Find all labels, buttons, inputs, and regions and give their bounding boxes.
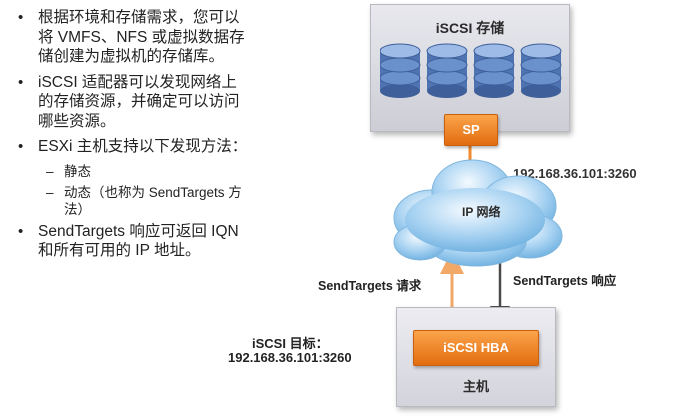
bullet-item: • SendTargets 响应可返回 IQN 和所有可用的 IP 地址。: [18, 222, 239, 260]
bullet-text: ESXi 主机支持以下发现方法：: [38, 138, 248, 155]
cloud-icon: [393, 159, 563, 267]
bullet-list: • 根据环境和存储需求，您可以将 VMFS、NFS 或虚拟数据存储创建为虚拟机的…: [12, 8, 252, 267]
iscsi-target-address: 192.168.36.101:3260: [228, 350, 352, 365]
iscsi-storage-box: iSCSI 存储: [370, 4, 570, 132]
bullet-text: iSCSI 适配器可以发现网络上的存储资源，并确定可以访问哪些资源。: [38, 73, 240, 130]
bullet-text: SendTargets 响应可返回 IQN 和所有可用的 IP 地址。: [38, 222, 239, 260]
cloud-label: IP 网络: [462, 205, 501, 219]
sendtargets-response-label: SendTargets 响应: [513, 274, 617, 288]
sp-ip-address: 192.168.36.101:3260: [513, 166, 637, 181]
storage-title: iSCSI 存储: [435, 20, 505, 36]
sub-bullet-text: 动态（也称为 SendTargets 方法）: [64, 184, 242, 217]
bullet-text: 根据环境和存储需求，您可以将 VMFS、NFS 或虚拟数据存储创建为虚拟机的存储…: [38, 9, 245, 65]
disk-stack-icon: [380, 43, 421, 98]
bullet-item: • iSCSI 适配器可以发现网络上的存储资源，并确定可以访问哪些资源。: [18, 73, 240, 130]
disk-stack-icon: [473, 43, 515, 98]
disk-stack-icons: [380, 43, 562, 98]
disk-stack-icon: [520, 43, 562, 98]
host-label: 主机: [462, 379, 489, 394]
sendtargets-request-label: SendTargets 请求: [318, 279, 422, 293]
disk-stack-icon: [426, 43, 468, 98]
bullet-item: • 根据环境和存储需求，您可以将 VMFS、NFS 或虚拟数据存储创建为虚拟机的…: [18, 9, 245, 65]
iscsi-target-label: iSCSI 目标：: [252, 336, 329, 351]
sub-bullet-item: – 动态（也称为 SendTargets 方法）: [46, 184, 242, 217]
bullet-item: • ESXi 主机支持以下发现方法：: [18, 138, 248, 155]
iscsi-hba-box: iSCSI HBA: [413, 330, 539, 366]
sub-bullet-item: – 静态: [46, 163, 91, 179]
sub-bullet-text: 静态: [64, 163, 91, 179]
ip-network-cloud: [380, 150, 570, 270]
sp-port-box: SP: [444, 114, 498, 146]
